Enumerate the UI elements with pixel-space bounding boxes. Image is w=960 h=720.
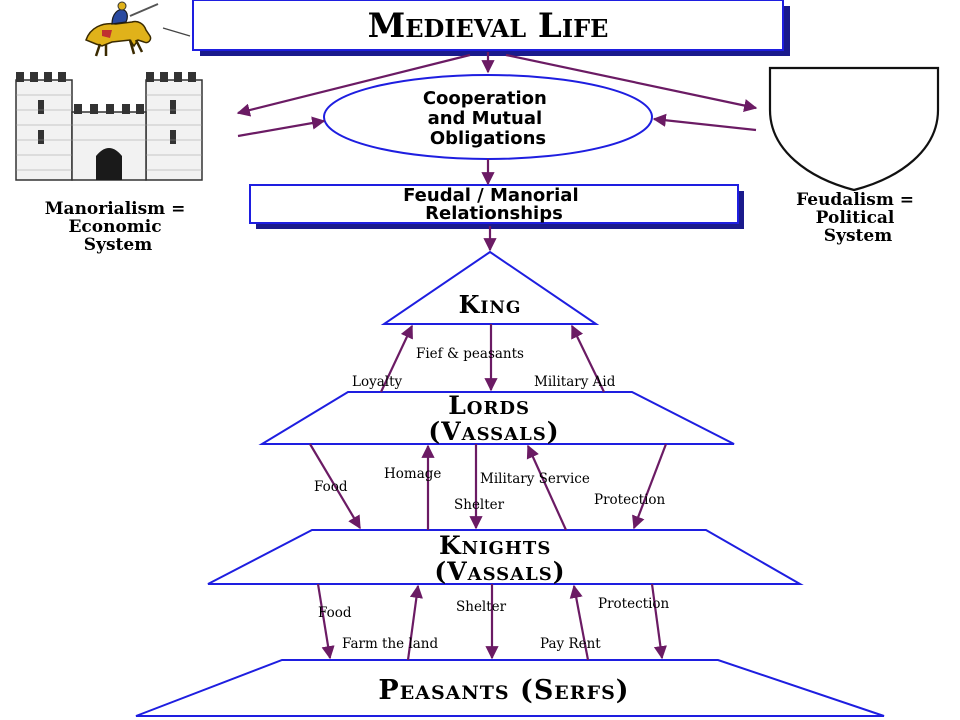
arrow-castle-to-oval [237, 116, 326, 138]
label-food-2: Food [318, 605, 352, 621]
shield-icon [768, 66, 940, 192]
arrow-military-aid [571, 324, 605, 393]
right-caption-line-3: System [824, 226, 892, 246]
left-caption-line-1: Manorialism = [45, 199, 186, 219]
arrow-pay-rent [569, 584, 590, 661]
arrow-labels: Fief & peasants Loyalty Military Aid Foo… [314, 346, 670, 652]
left-caption-line-3: System [84, 235, 152, 255]
label-loyalty: Loyalty [352, 374, 403, 390]
arrow-food-2 [316, 583, 335, 660]
oval-line-2: and Mutual [428, 108, 543, 129]
page-title: Medieval Life [368, 6, 609, 46]
peasants-tier [135, 659, 885, 717]
feudal-line-1: Feudal / Manorial [403, 185, 579, 206]
oval-line-3: Obligations [430, 128, 546, 149]
title-box: Medieval Life [192, 0, 790, 56]
left-caption: Manorialism = Economic System [45, 199, 192, 255]
top-arrows [236, 52, 758, 252]
feudal-box-text: Feudal / Manorial Relationships [403, 185, 585, 224]
label-shelter-2: Shelter [456, 599, 507, 615]
label-food-1: Food [314, 479, 348, 495]
label-shelter-1: Shelter [454, 497, 505, 513]
arrow-title-to-shield [505, 53, 758, 112]
feudal-line-2: Relationships [425, 203, 563, 224]
arrow-loyalty [380, 324, 413, 393]
label-military-service: Military Service [480, 471, 590, 487]
label-homage: Homage [384, 466, 441, 482]
oval-text: Cooperation and Mutual Obligations [423, 88, 553, 149]
knights-label: Knights (Vassals) [434, 531, 565, 586]
right-caption: Feudalism = Political System [796, 190, 920, 246]
label-fief-peasants: Fief & peasants [416, 346, 524, 362]
oval-line-1: Cooperation [423, 88, 547, 109]
lords-label: Lords (Vassals) [428, 391, 559, 446]
label-protection-1: Protection [594, 492, 666, 508]
lords-tier [258, 391, 735, 445]
right-caption-line-2: Political [816, 208, 895, 228]
label-protection-2: Protection [598, 596, 670, 612]
label-farm-land: Farm the land [342, 636, 439, 652]
label-pay-rent: Pay Rent [540, 636, 601, 652]
arrow-title-to-castle [236, 53, 471, 117]
knights-tier [207, 529, 804, 585]
arrow-military-service [526, 444, 568, 531]
arrow-protection-2 [650, 583, 667, 660]
right-caption-line-1: Feudalism = [796, 190, 914, 210]
pyramid-arrows [309, 324, 668, 661]
label-military-aid: Military Aid [534, 374, 616, 390]
king-label: King [459, 290, 522, 319]
knight-on-horse-icon [85, 1, 159, 57]
left-caption-line-2: Economic [68, 217, 161, 237]
knights-line-2: (Vassals) [434, 557, 565, 586]
lords-line-1: Lords [448, 391, 530, 420]
arrow-protection-1 [632, 443, 668, 530]
arrow-shield-to-oval [652, 113, 757, 132]
peasants-label: Peasants (Serfs) [378, 675, 629, 706]
knights-line-1: Knights [439, 531, 551, 560]
knight-pointer-line [162, 27, 191, 37]
feudal-relationships-box: Feudal / Manorial Relationships [249, 184, 744, 229]
arrow-farm-land [406, 584, 423, 661]
arrow-food-1 [309, 443, 361, 530]
castle-icon [15, 72, 203, 181]
lords-line-2: (Vassals) [428, 417, 559, 446]
